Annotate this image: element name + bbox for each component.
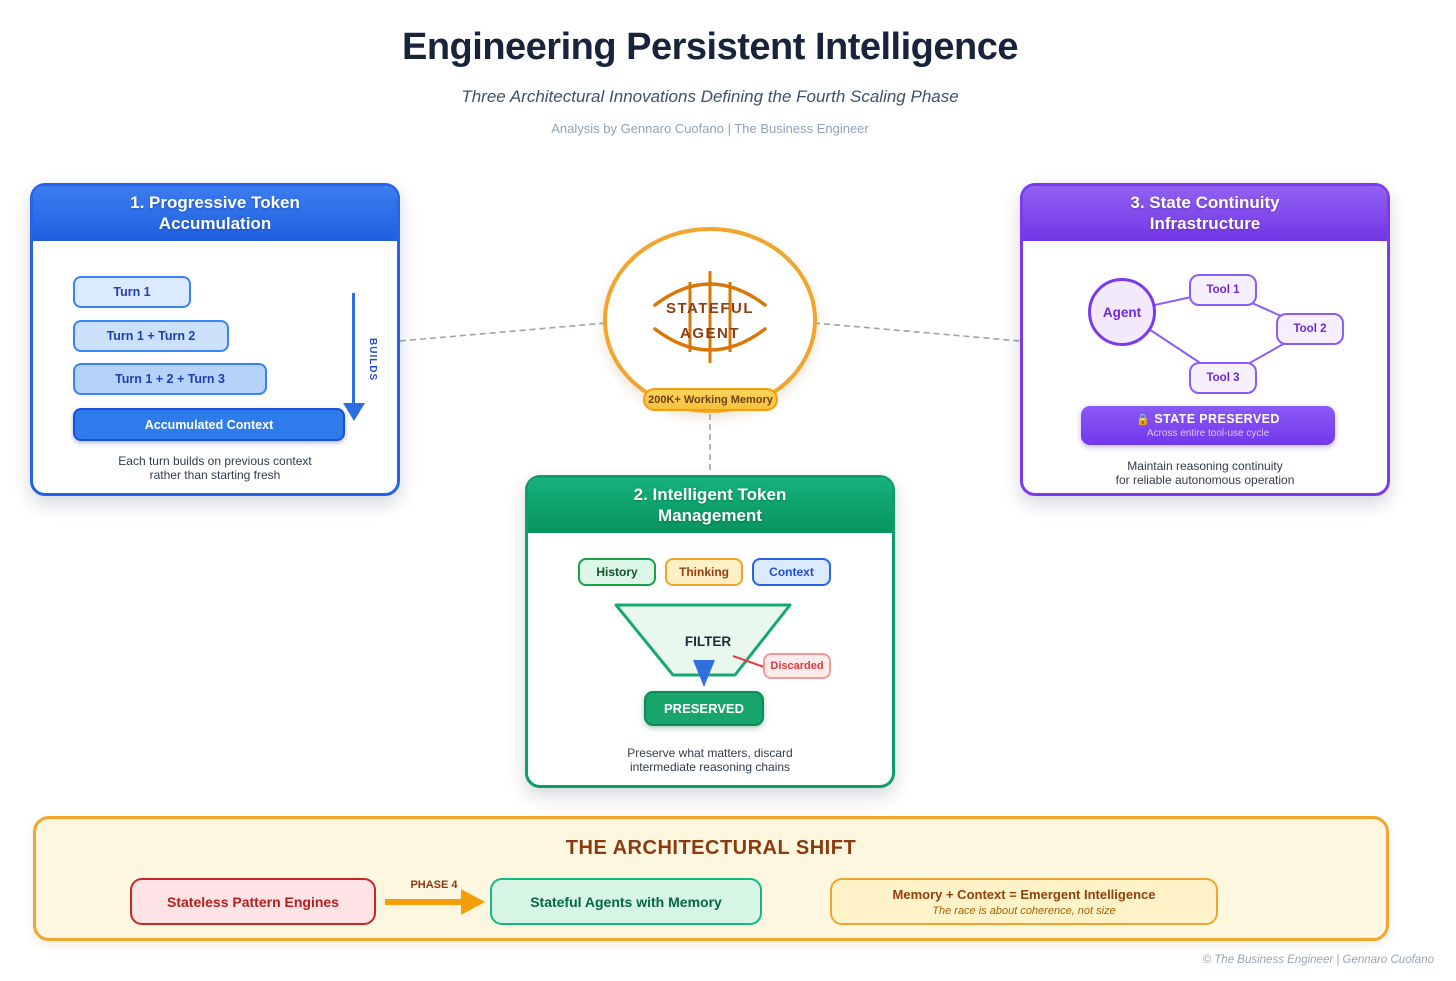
page-header: Engineering Persistent Intelligence Thre… (0, 0, 1420, 136)
card-intelligent-token-management: 2. Intelligent Token Management History … (525, 475, 895, 788)
card3-caption-line2: for reliable autonomous operation (1115, 473, 1295, 488)
memory-context-title: Memory + Context = Emergent Intelligence (892, 886, 1156, 902)
agent-node: Agent (1088, 278, 1156, 346)
turn-1-2-chip: Turn 1 + Turn 2 (73, 320, 229, 352)
card3-header: 3. State Continuity Infrastructure (1023, 186, 1387, 241)
card1-caption-line2: rather than starting fresh (149, 468, 281, 483)
card3-caption-line1: Maintain reasoning continuity (1127, 459, 1283, 473)
accumulated-context-chip: Accumulated Context (73, 408, 345, 441)
brain-lens-icon (653, 271, 767, 363)
tool-1-node: Tool 1 (1189, 274, 1257, 306)
discarded-pointer-line (732, 655, 765, 668)
thinking-chip: Thinking (665, 558, 743, 586)
stateful-agent-line1: STATEFUL (665, 300, 755, 317)
phase-arrow-line (385, 899, 463, 905)
card2-caption-line2: intermediate reasoning chains (629, 760, 791, 775)
card2-caption-line1: Preserve what matters, discard (627, 746, 793, 760)
card-state-continuity-infrastructure: 3. State Continuity Infrastructure Agent… (1020, 183, 1390, 496)
memory-context-subtitle: The race is about coherence, not size (932, 904, 1116, 917)
card3-caption: Maintain reasoning continuity for reliab… (1023, 459, 1387, 488)
card3-title-line1: 3. State Continuity (1130, 193, 1280, 213)
tool-3-node: Tool 3 (1189, 362, 1257, 394)
card2-title-line2: Management (658, 505, 762, 525)
builds-arrow-line (352, 293, 355, 405)
memory-context-chip: Memory + Context = Emergent Intelligence… (830, 878, 1218, 925)
filter-funnel: FILTER (606, 598, 810, 682)
card1-header: 1. Progressive Token Accumulation (33, 186, 397, 241)
card2-caption: Preserve what matters, discard intermedi… (528, 746, 892, 775)
state-preserved-text: STATE PRESERVED (1154, 412, 1280, 426)
builds-label: BUILDS (367, 338, 378, 382)
funnel-drop-arrow-icon (693, 660, 715, 687)
card-progressive-token-accumulation: 1. Progressive Token Accumulation Turn 1… (30, 183, 400, 496)
stateful-agent-node: STATEFUL AGENT 200K+ Working Memory (603, 227, 817, 413)
stateful-agent-line2: AGENT (680, 324, 740, 342)
card1-title-line1: 1. Progressive Token (130, 193, 300, 213)
stateful-agents-chip: Stateful Agents with Memory (490, 878, 762, 925)
card1-caption-line1: Each turn builds on previous context (118, 454, 312, 468)
architectural-shift-panel: THE ARCHITECTURAL SHIFT Stateless Patter… (33, 816, 1389, 941)
funnel-shape-icon (614, 603, 792, 677)
card3-title-line2: Infrastructure (1149, 213, 1261, 233)
builds-arrow-head-icon (343, 403, 365, 421)
page-subtitle: Three Architectural Innovations Defining… (461, 87, 959, 106)
filter-label: FILTER (684, 634, 732, 649)
stateless-pattern-engines-chip: Stateless Pattern Engines (130, 878, 376, 925)
card1-caption: Each turn builds on previous context rat… (33, 454, 397, 483)
page-byline: Analysis by Gennaro Cuofano | The Busine… (551, 121, 869, 136)
copyright-text: © The Business Engineer | Gennaro Cuofan… (1202, 954, 1434, 966)
page-title: Engineering Persistent Intelligence (402, 26, 1019, 68)
stateful-agent-label: STATEFUL AGENT (607, 297, 813, 347)
card2-header: 2. Intelligent Token Management (528, 478, 892, 533)
card2-title-line1: 2. Intelligent Token (633, 485, 787, 505)
history-chip: History (578, 558, 656, 586)
lock-icon: 🔒 (1136, 414, 1151, 426)
phase-arrow-head-icon (461, 889, 485, 915)
working-memory-badge: 200K+ Working Memory (643, 388, 778, 411)
phase-4-label: PHASE 4 (410, 879, 458, 891)
state-preserved-subtitle: Across entire tool-use cycle (1146, 428, 1270, 439)
preserved-badge: PRESERVED (644, 691, 764, 726)
card1-title-line2: Accumulation (158, 213, 272, 233)
state-preserved-banner: 🔒STATE PRESERVED Across entire tool-use … (1081, 406, 1335, 445)
context-chip: Context (752, 558, 831, 586)
architectural-shift-title: THE ARCHITECTURAL SHIFT (565, 837, 857, 859)
turn-1-chip: Turn 1 (73, 276, 191, 308)
tool-2-node: Tool 2 (1276, 313, 1344, 345)
discarded-chip: Discarded (763, 653, 831, 679)
state-preserved-title: 🔒STATE PRESERVED (1136, 412, 1280, 426)
turn-1-2-3-chip: Turn 1 + 2 + Turn 3 (73, 363, 267, 395)
